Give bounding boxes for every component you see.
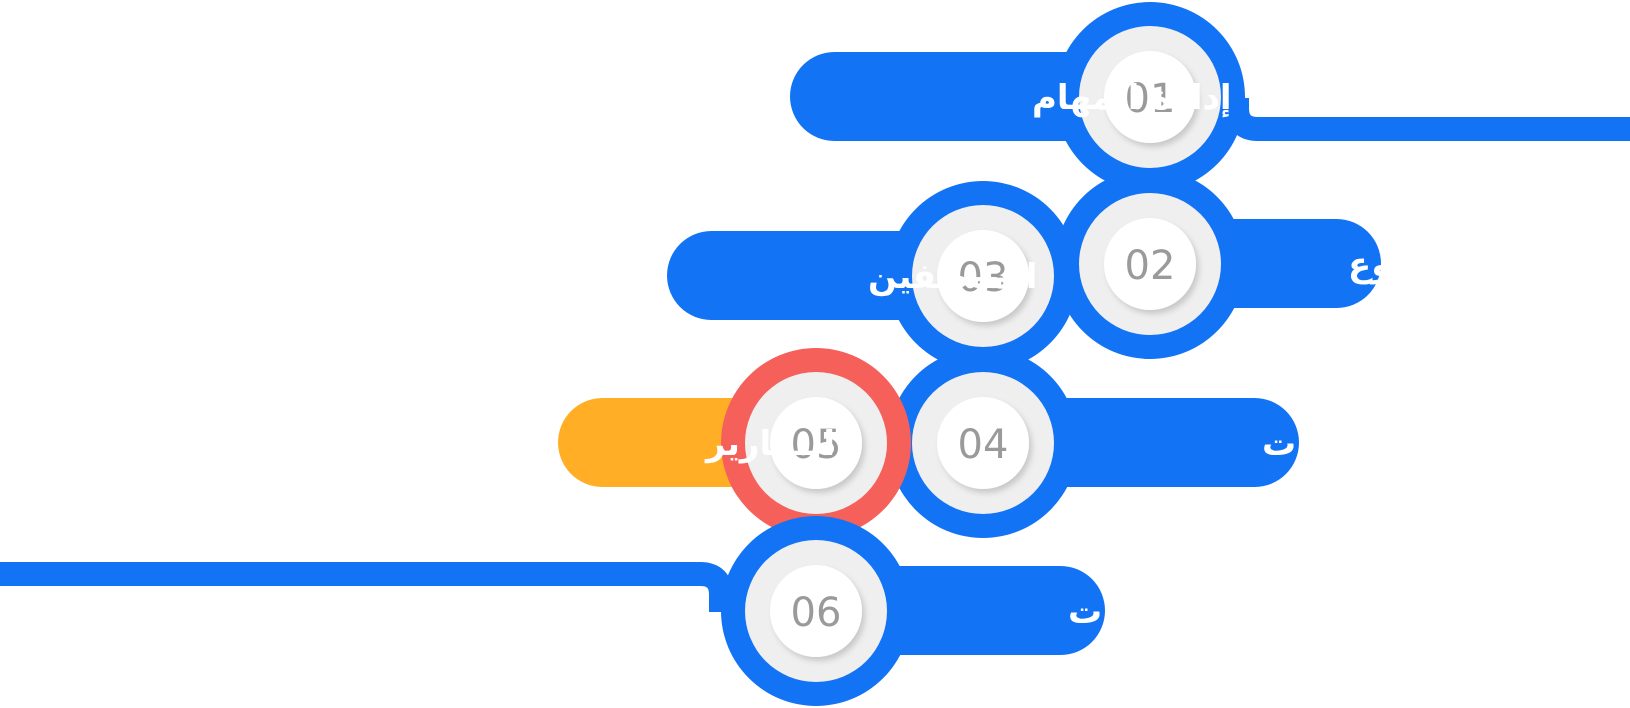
step-04-number: 04 bbox=[958, 422, 1009, 468]
step-04-label: المستندات bbox=[1262, 424, 1437, 464]
step-05-number: 05 bbox=[791, 422, 842, 468]
step-01-label: إدارة المهام bbox=[1032, 78, 1232, 118]
step-06-label: الإعدادات bbox=[1068, 592, 1223, 632]
step-04[interactable]: 04 المستندات bbox=[888, 348, 1437, 538]
step-04-badge bbox=[937, 397, 1029, 489]
step-05[interactable]: 05 التقارير bbox=[558, 348, 911, 538]
step-01-number: 01 bbox=[1125, 76, 1176, 122]
step-06[interactable]: 06 الإعدادات bbox=[721, 516, 1223, 706]
step-03-badge bbox=[937, 230, 1029, 322]
step-02-label: الفروع bbox=[1348, 245, 1462, 285]
step-01-badge bbox=[1104, 51, 1196, 143]
step-06-badge bbox=[770, 565, 862, 657]
step-03-label: الموظفين bbox=[868, 257, 1038, 297]
step-06-number: 06 bbox=[791, 590, 842, 636]
top-rail-line bbox=[1225, 98, 1630, 141]
step-05-label: التقارير bbox=[704, 424, 835, 464]
step-02-badge bbox=[1104, 218, 1196, 310]
step-01[interactable]: 01 إدارة المهام bbox=[790, 2, 1245, 192]
step-05-badge bbox=[770, 397, 862, 489]
step-02[interactable]: 02 الفروع bbox=[1055, 169, 1462, 359]
step-03-number: 03 bbox=[958, 255, 1009, 301]
step-03[interactable]: 03 الموظفين bbox=[667, 181, 1078, 371]
bottom-rail-line bbox=[0, 562, 733, 612]
step-02-number: 02 bbox=[1125, 243, 1176, 289]
